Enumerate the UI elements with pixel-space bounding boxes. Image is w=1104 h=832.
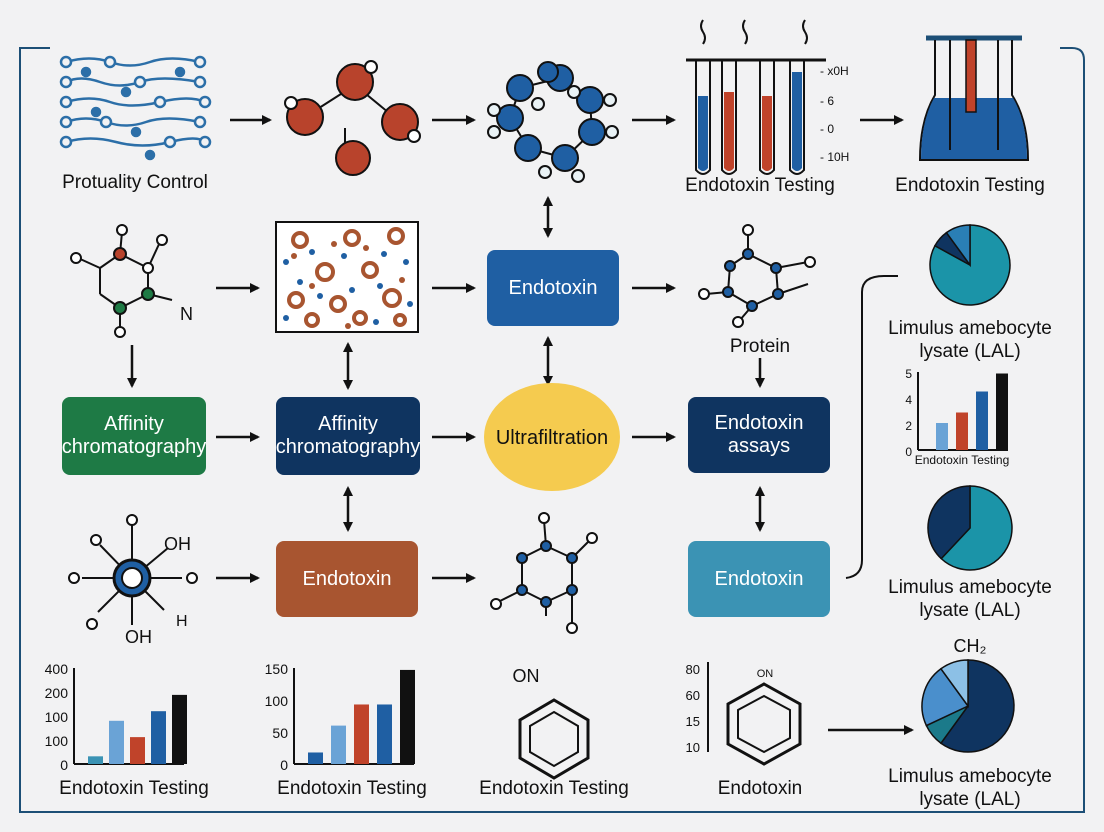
bottom-left-bar	[151, 711, 166, 764]
label-lal-1-line2: lysate (LAL)	[919, 341, 1021, 362]
label-protuality-control: Protuality Control	[62, 172, 208, 193]
molecule-blue-ring-icon	[487, 61, 619, 183]
affinity-green-line1: Affinity	[104, 413, 164, 435]
label-lal-3-line1: Limulus amebocyte	[888, 766, 1052, 787]
tube-scale-1: - x0H	[820, 64, 849, 78]
label-bottom-4: Endotoxin	[717, 778, 803, 799]
label-h: H	[176, 613, 188, 630]
pie-bottom-slice	[921, 667, 970, 727]
flow-arrows	[127, 115, 914, 735]
right-small-bar	[996, 373, 1008, 450]
right-small-bar	[956, 412, 968, 450]
bottom-left-bar	[130, 737, 145, 764]
bottom-second-tick-label: 100	[265, 693, 289, 709]
hub-molecule-icon	[68, 514, 198, 630]
bottom-left-tick-label: 400	[45, 661, 69, 677]
affinity-navy-line1: Affinity	[318, 413, 378, 435]
bottom-left-bar	[88, 756, 103, 764]
tube-scale-2: - 6	[820, 94, 835, 108]
label-bottom-2: Endotoxin Testing	[277, 778, 427, 799]
right-small-tick-label: 0	[905, 445, 912, 459]
benzene-ring-icon-2	[726, 682, 802, 766]
right-small-bar	[976, 391, 988, 450]
endotoxin-brown-label: Endotoxin	[302, 567, 392, 590]
hexagon-molecule-icon	[490, 512, 598, 634]
endotoxin-teal-label: Endotoxin	[714, 567, 804, 590]
label-endotoxin-testing-1: Endotoxin Testing	[685, 175, 835, 196]
label-bottom-1: Endotoxin Testing	[59, 778, 209, 799]
label-n: N	[180, 304, 193, 324]
endotoxin-blue-label: Endotoxin	[508, 276, 598, 299]
ladder-tick-label: 10	[686, 740, 700, 755]
label-lal-2-line1: Limulus amebocyte	[888, 577, 1052, 598]
test-tubes-icon	[686, 19, 826, 175]
tube-scale-4: - 10H	[820, 150, 850, 164]
bottom-second-bar	[354, 704, 369, 764]
affinity-green-line2: chromatography	[61, 436, 207, 458]
label-lal-2-line2: lysate (LAL)	[919, 600, 1021, 621]
label-lal-3-line2: lysate (LAL)	[919, 789, 1021, 810]
label-protein: Protein	[729, 336, 791, 357]
right-small-tick-label: 4	[905, 393, 912, 407]
bottom-second-tick-label: 150	[265, 661, 289, 677]
bracket-line	[845, 275, 898, 579]
label-oh-top: OH	[164, 534, 191, 554]
ladder-tick-label: 80	[686, 662, 700, 677]
tube-scale-3: - 0	[820, 122, 835, 136]
label-ch2: CH₂	[953, 636, 987, 656]
right-small-bar	[936, 423, 948, 450]
pie-bottom-slice	[939, 659, 1015, 753]
right-small-tick-label: 5	[905, 367, 912, 381]
label-lal-1-line1: Limulus amebocyte	[888, 318, 1052, 339]
pie-middle-slice	[940, 485, 1013, 571]
beaker-icon	[918, 35, 1030, 161]
bottom-left-bar	[172, 694, 187, 764]
bottom-second-bar	[308, 752, 323, 764]
pie-top-slice	[945, 224, 971, 268]
bottom-second-bar	[400, 669, 415, 764]
right-small-x-label: Endotoxin Testing	[915, 453, 1010, 467]
endotoxin-blue-box: Endotoxin	[487, 250, 619, 326]
label-on-big: ON	[512, 666, 540, 686]
particles-panel	[275, 221, 419, 333]
bottom-second-bar	[377, 704, 392, 764]
affinity-navy-line2: chromatography	[275, 436, 421, 458]
bottom-second-bar	[331, 725, 346, 764]
assays-line2: assays	[727, 435, 791, 457]
assays-line1: Endotoxin	[714, 412, 804, 434]
label-endotoxin-testing-2: Endotoxin Testing	[895, 175, 1045, 196]
bottom-left-tick-label: 100	[45, 709, 69, 725]
molecule-red-icon	[284, 60, 421, 176]
ladder-tick-label: 60	[686, 688, 700, 703]
right-small-tick-label: 2	[905, 419, 912, 433]
bottom-left-tick-label: 100	[45, 733, 69, 749]
bottom-left-bar	[109, 720, 124, 764]
protein-molecule-icon	[698, 224, 816, 328]
benzene-ring-icon-1	[518, 698, 590, 780]
bottom-left-tick-label: 200	[45, 685, 69, 701]
label-oh-bottom: OH	[125, 627, 152, 647]
molecule-hexagon-left-icon	[70, 224, 173, 338]
bottom-left-tick-label: 0	[60, 757, 68, 773]
endotoxin-brown-box: Endotoxin	[276, 541, 418, 617]
pie-bottom-slice	[939, 659, 969, 709]
bottom-second-tick-label: 50	[272, 725, 288, 741]
label-on-small: ON	[756, 668, 774, 680]
circuit-network-icon	[59, 55, 212, 161]
label-bottom-3: Endotoxin Testing	[479, 778, 629, 799]
pie-middle-slice	[927, 485, 971, 560]
outer-frame	[19, 47, 1085, 813]
ladder-tick-label: 15	[686, 714, 700, 729]
ultrafiltration-label: Ultrafiltration	[496, 427, 608, 449]
ultrafiltration-ellipse	[484, 383, 620, 491]
bottom-second-tick-label: 0	[280, 757, 288, 773]
endotoxin-teal-box: Endotoxin	[688, 541, 830, 617]
